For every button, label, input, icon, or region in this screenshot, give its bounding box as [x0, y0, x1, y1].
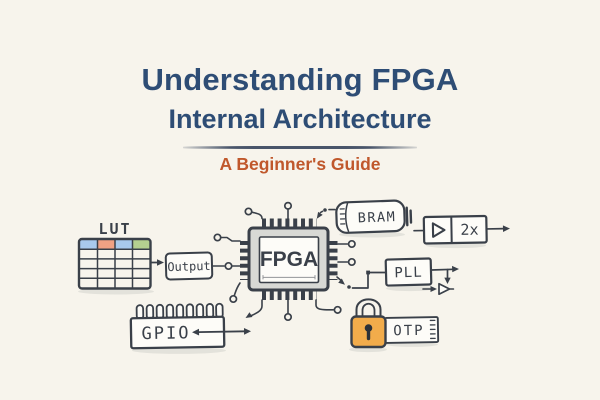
trace-node	[283, 312, 293, 322]
pll-block: PLL	[384, 257, 459, 296]
trace-node	[333, 305, 342, 314]
arrowhead	[245, 312, 253, 318]
gpio-bidir-line	[197, 330, 246, 334]
lut-block: LUT	[77, 220, 152, 290]
shadow	[386, 285, 434, 292]
otp-edge-hatch	[429, 319, 436, 340]
arrowhead	[502, 225, 510, 232]
trace-line	[251, 211, 263, 220]
bram-terminal	[405, 206, 409, 227]
lock-icon	[350, 298, 387, 349]
page-title-line1: Understanding FPGA	[141, 62, 459, 97]
title-divider	[183, 146, 417, 149]
multiplier-label: 2x	[460, 221, 478, 239]
lut-header-cell	[132, 240, 150, 250]
lut-label: LUT	[98, 220, 131, 238]
fpga-label: FPGA	[260, 248, 318, 271]
lock-shackle-inner	[361, 302, 376, 319]
trace-line	[319, 210, 324, 214]
lock-keyhole	[364, 324, 373, 332]
lut-header-cell	[80, 240, 98, 250]
lock-shackle-outer	[355, 298, 382, 319]
trace-node	[347, 257, 356, 267]
trace-line	[249, 299, 263, 317]
output-box	[164, 251, 214, 281]
shadow	[349, 346, 387, 353]
lut-table-border	[77, 237, 152, 290]
arrowhead	[452, 265, 459, 273]
pll-label: PLL	[394, 265, 423, 282]
page-subtitle: A Beginner's Guide	[219, 154, 381, 174]
arrowhead	[192, 328, 200, 336]
bram-block: BRAM	[335, 199, 413, 234]
multiplier-box	[422, 214, 488, 245]
arrowhead	[338, 278, 345, 285]
fpga-traces	[213, 201, 386, 322]
arrowhead	[157, 259, 164, 266]
buffer-gate-icon	[438, 282, 451, 296]
arrowhead	[243, 327, 252, 335]
chip-die	[258, 236, 320, 284]
otp-label: OTP	[393, 323, 425, 340]
trace-line	[336, 276, 342, 281]
lut-header-cell	[97, 240, 115, 250]
trace-node	[224, 261, 233, 271]
bram-cap-line	[344, 202, 350, 233]
pll-box	[384, 257, 433, 287]
trace-line	[233, 282, 241, 297]
fpga-chip: FPGA	[240, 218, 338, 300]
lut-header-cell	[115, 240, 133, 250]
trace-dot	[347, 285, 351, 289]
gpio-block: GPIO	[129, 302, 252, 350]
arrowhead	[430, 286, 437, 292]
trace-node	[244, 207, 253, 216]
trace-junction	[366, 270, 370, 275]
multiplier-block: 2x	[413, 214, 510, 245]
output-block: Output	[164, 251, 214, 281]
trace-node	[283, 201, 293, 210]
lut-grid	[78, 238, 151, 289]
trace-dot	[323, 208, 327, 212]
output-to-fpga-trace	[212, 261, 245, 271]
lut-to-output-arrow	[150, 259, 164, 266]
play-triangle-icon	[431, 222, 446, 238]
trace-node	[213, 233, 222, 242]
arrowhead	[316, 211, 323, 219]
trace-node	[229, 294, 238, 304]
bram-cap-hatch	[339, 208, 346, 225]
bram-capsule	[335, 199, 406, 234]
gpio-label: GPIO	[141, 323, 190, 344]
bram-label: BRAM	[358, 209, 397, 226]
arrowhead	[444, 277, 451, 284]
page-title-line2: Internal Architecture	[168, 104, 432, 134]
output-label: Output	[167, 259, 211, 274]
chip-die-detail	[262, 275, 316, 280]
trace-line	[315, 299, 335, 311]
shadow	[78, 288, 154, 295]
trace-line	[430, 268, 454, 271]
trace-line	[220, 236, 241, 242]
otp-block: OTP	[350, 298, 440, 349]
trace-node	[347, 239, 356, 249]
trace-line	[351, 271, 386, 289]
